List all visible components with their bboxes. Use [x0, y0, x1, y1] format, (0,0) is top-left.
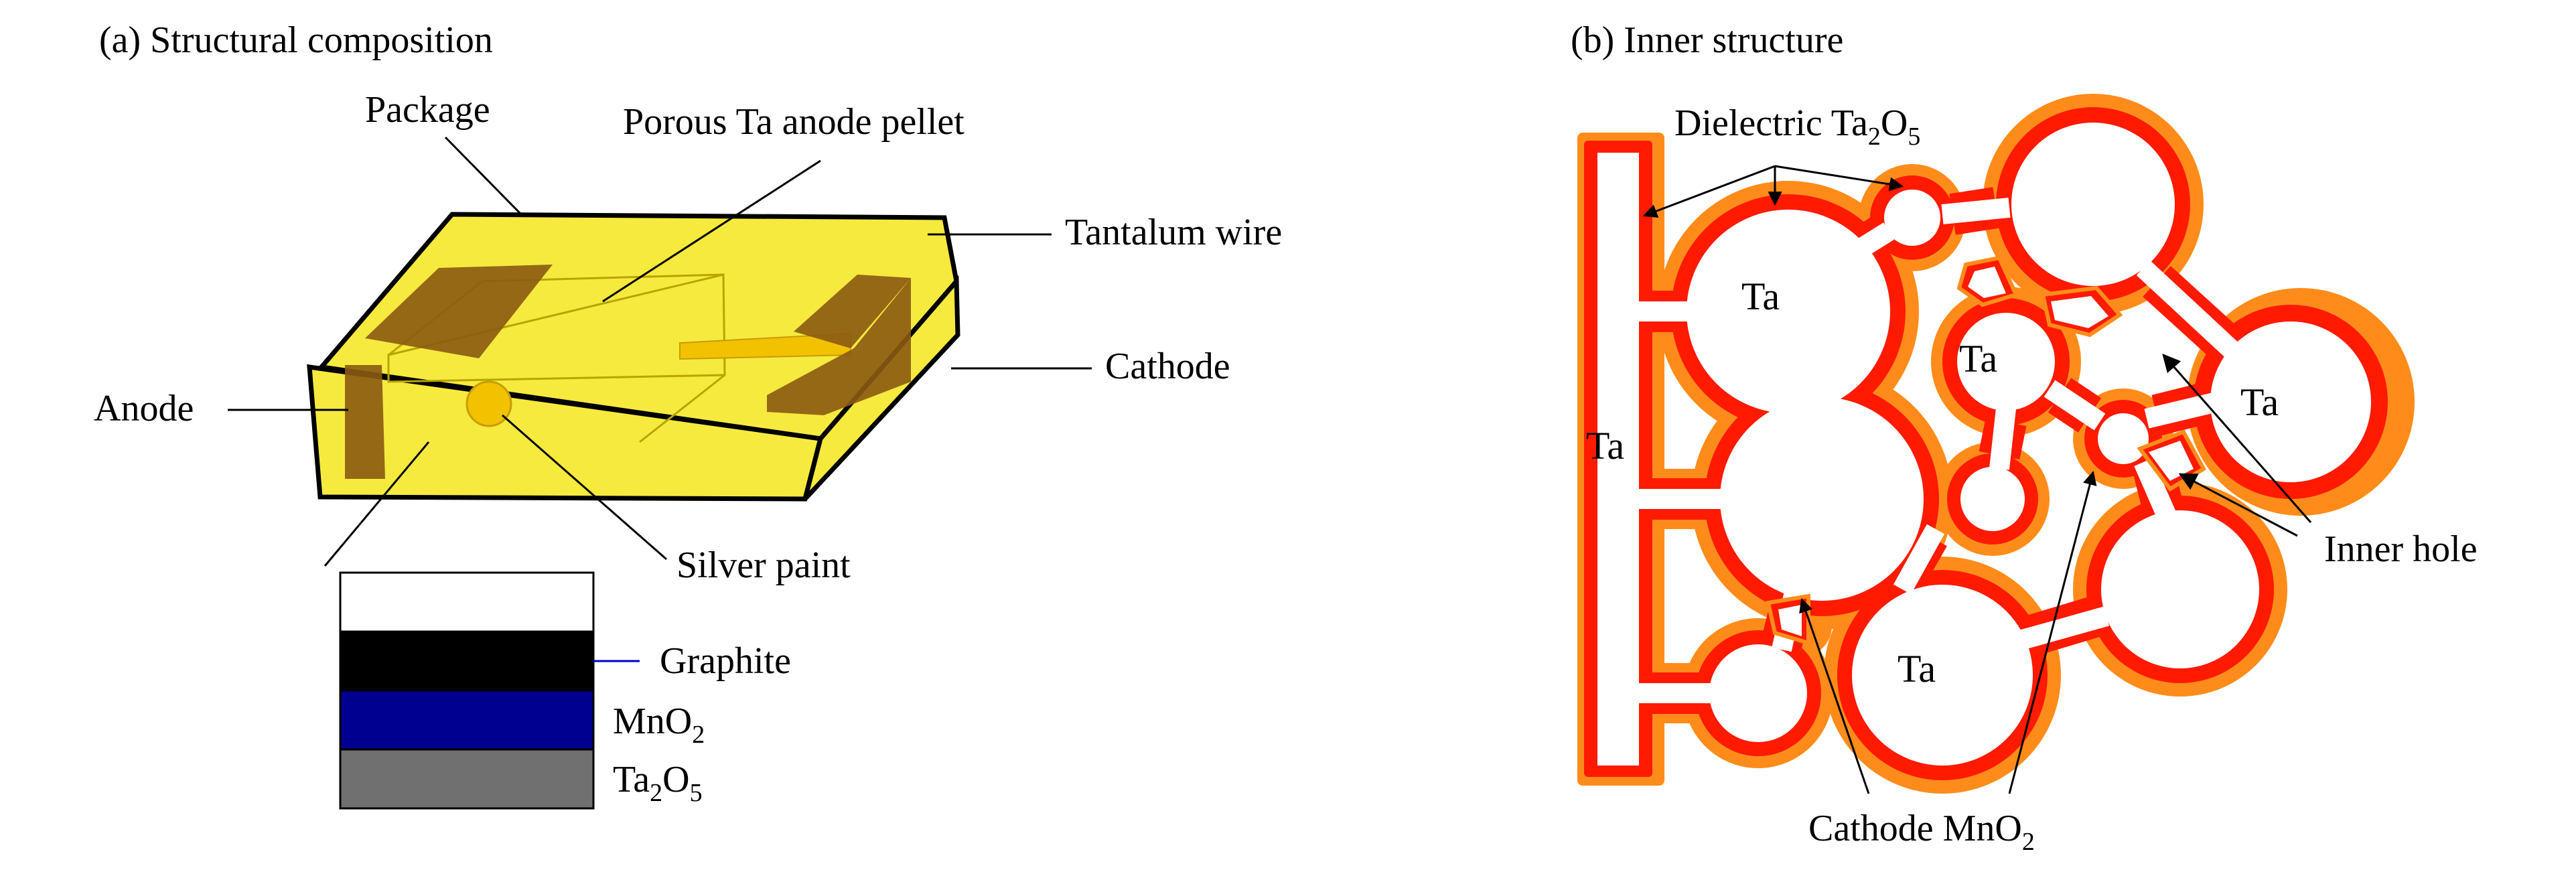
label-tantalum-wire: Tantalum wire [1065, 212, 1282, 253]
ta-label-plate: Ta [1586, 424, 1624, 467]
inner-hole-cores [1778, 267, 2194, 636]
panel-a-title: (a) Structural composition [99, 19, 493, 61]
silver-paint-dot [466, 380, 512, 427]
label-silver-paint: Silver paint [676, 545, 851, 586]
panel-a: (a) Structural composition [94, 19, 1282, 810]
ta-label-particle: Ta [1741, 275, 1780, 318]
panel-a-leaders [228, 136, 1092, 567]
label-ta2o5: Ta2O5 [613, 759, 703, 807]
layer-ta2o5 [339, 748, 595, 810]
label-porous-ta-anode-pellet: Porous Ta anode pellet [623, 101, 964, 143]
layer-silver [339, 571, 595, 633]
label-mno2: MnO2 [613, 701, 705, 749]
layer-mno2 [339, 689, 595, 751]
ta-label-particle: Ta [2240, 380, 2279, 424]
ta-base-plate [1597, 153, 1639, 766]
label-package: Package [365, 89, 490, 131]
ta-label-particle: Ta [1898, 647, 1936, 691]
label-anode: Anode [94, 388, 194, 429]
panel-b-title: (b) Inner structure [1571, 19, 1843, 61]
ta-particles [1597, 123, 2371, 766]
panel-b-arrows [1643, 165, 2312, 794]
ta-label-particle: Ta [1959, 337, 1997, 380]
layer-graphite [339, 630, 595, 692]
panel-b: (b) Inner structure [1571, 19, 2478, 856]
cathode-electrode [767, 275, 911, 415]
label-cathode: Cathode [1105, 346, 1230, 387]
label-graphite: Graphite [660, 640, 791, 682]
label-dielectric-ta2o5: Dielectric Ta2O5 [1674, 102, 1920, 151]
anode-electrode [345, 265, 553, 479]
layer-stack [339, 571, 640, 810]
label-inner-hole: Inner hole [2324, 528, 2478, 570]
label-cathode-mno2: Cathode MnO2 [1808, 808, 2035, 856]
capacitor-body [307, 212, 960, 502]
